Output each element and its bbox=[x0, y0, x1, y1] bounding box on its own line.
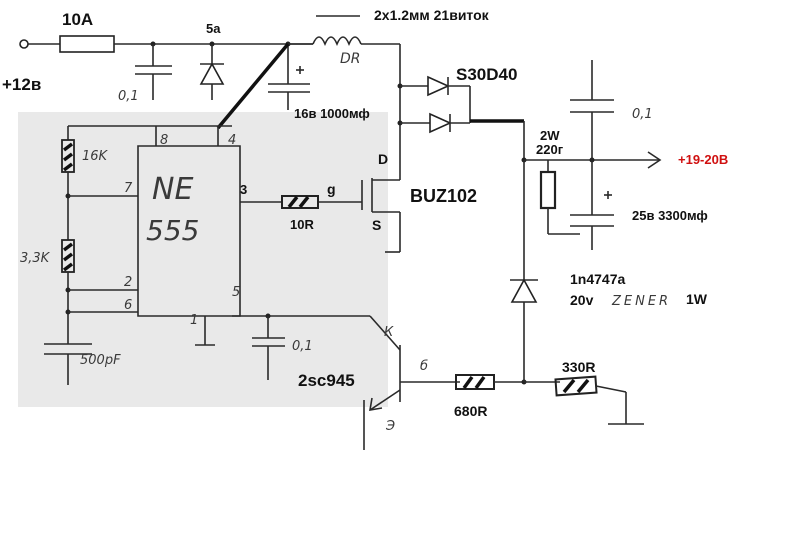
emitter-label: Э bbox=[385, 419, 395, 434]
supply-input-label: +12в bbox=[2, 75, 41, 94]
mosfet-symbol bbox=[318, 172, 401, 253]
timing-cap-label: 500pF bbox=[80, 353, 121, 368]
pin7-label: 7 bbox=[124, 181, 133, 196]
notebook-photo-background bbox=[18, 112, 388, 407]
r330-label: 330R bbox=[562, 359, 595, 375]
fuse-label: 10A bbox=[62, 10, 93, 29]
pin2-label: 2 bbox=[124, 275, 132, 290]
resistor-330 bbox=[524, 375, 644, 425]
diode-5a-label: 5a bbox=[206, 21, 221, 36]
res-220-label: 220г bbox=[536, 142, 564, 157]
control-cap-label: 0,1 bbox=[292, 339, 313, 354]
ne555-chip bbox=[68, 125, 241, 346]
ic-number-label: 555 bbox=[146, 214, 199, 247]
pin1-label: 1 bbox=[190, 313, 198, 328]
res-2w-label: 2W bbox=[540, 128, 560, 143]
zener-word-label: ZENER bbox=[611, 294, 671, 309]
input-diode bbox=[199, 44, 225, 100]
input-cap bbox=[135, 44, 172, 100]
fuse-symbol bbox=[59, 35, 115, 53]
input-rail bbox=[19, 35, 313, 53]
base-label: б bbox=[420, 359, 428, 374]
mosfet-label: BUZ102 bbox=[410, 186, 477, 206]
inductor bbox=[288, 15, 403, 172]
mosfet-d-label: D bbox=[378, 151, 388, 167]
output-section bbox=[521, 60, 662, 280]
inductor-label: DR bbox=[340, 51, 361, 67]
r680-label: 680R bbox=[454, 403, 487, 419]
resistor-680 bbox=[455, 374, 527, 390]
r16k-label: 16K bbox=[82, 149, 109, 164]
timing-network bbox=[44, 126, 138, 385]
schottky-pair bbox=[400, 75, 524, 134]
pin3-label: 3 bbox=[240, 182, 247, 197]
inductor-spec-label: 2x1.2мм 21виток bbox=[374, 7, 490, 23]
ic-name-label: NE bbox=[152, 172, 193, 207]
gate-resistor bbox=[240, 195, 319, 209]
pin8-label: 8 bbox=[160, 133, 168, 148]
r33k-label: 3,3K bbox=[20, 251, 51, 266]
pin6-label: 6 bbox=[124, 298, 132, 313]
mosfet-s-label: S bbox=[372, 217, 381, 233]
zener-diode bbox=[510, 278, 538, 382]
mosfet-g-label: g bbox=[327, 181, 336, 197]
schottky-label: S30D40 bbox=[456, 65, 517, 84]
pin4-label: 4 bbox=[228, 133, 236, 148]
pin5-label: 5 bbox=[232, 285, 240, 300]
output-cap-big-label: 25в 3300мф bbox=[632, 208, 708, 223]
transistor-symbol bbox=[363, 315, 460, 450]
control-cap bbox=[232, 313, 370, 380]
gate-resistor-label: 10R bbox=[290, 217, 314, 232]
transistor-label: 2sc945 bbox=[298, 371, 355, 390]
input-cap-label: 0,1 bbox=[118, 89, 139, 104]
jumper-wire bbox=[216, 42, 290, 130]
zener-part-label: 1n4747a bbox=[570, 271, 625, 287]
zener-watt-label: 1W bbox=[686, 291, 708, 307]
output-cap-small-label: 0,1 bbox=[632, 107, 653, 122]
input-electrolytic bbox=[268, 44, 310, 110]
output-voltage-label: +19-20В bbox=[678, 152, 728, 167]
zener-voltage-label: 20v bbox=[570, 292, 594, 308]
electrolytic-label: 16в 1000мф bbox=[294, 106, 370, 121]
collector-label: К bbox=[384, 325, 394, 340]
input-terminal bbox=[19, 39, 29, 49]
